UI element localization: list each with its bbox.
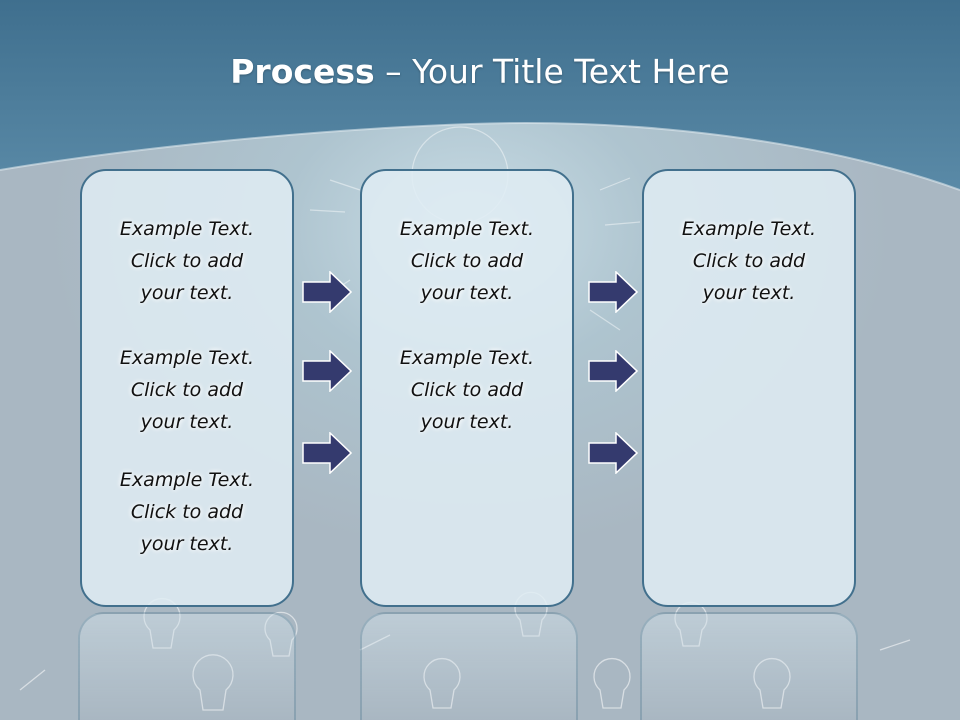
text-line: Example Text. (399, 347, 535, 369)
text-line: Example Text. (119, 218, 255, 240)
text-line: your text. (140, 411, 234, 433)
process-box-3[interactable]: Example Text. Click to add your text. (642, 169, 856, 607)
text-line: Click to add (410, 379, 524, 401)
text-line: your text. (702, 282, 796, 304)
text-block[interactable]: Example Text. Click to add your text. (82, 342, 292, 438)
text-line: Example Text. (399, 218, 535, 240)
text-block[interactable]: Example Text. Click to add your text. (644, 213, 854, 309)
box-reflection (640, 612, 858, 720)
arrow-right-icon (302, 432, 352, 474)
arrow-right-icon (588, 432, 638, 474)
text-line: your text. (420, 282, 514, 304)
text-line: Click to add (692, 250, 806, 272)
text-line: your text. (140, 533, 234, 555)
slide-title[interactable]: Process – Your Title Text Here (0, 52, 960, 91)
text-block[interactable]: Example Text. Click to add your text. (362, 213, 572, 309)
text-line: Click to add (130, 250, 244, 272)
text-line: Example Text. (119, 469, 255, 491)
box-reflection (78, 612, 296, 720)
title-bold-text: Process (230, 52, 375, 91)
text-line: your text. (140, 282, 234, 304)
arrow-right-icon (302, 350, 352, 392)
text-block[interactable]: Example Text. Click to add your text. (362, 342, 572, 438)
text-line: Example Text. (681, 218, 817, 240)
arrow-right-icon (588, 350, 638, 392)
arrow-right-icon (588, 271, 638, 313)
text-line: your text. (420, 411, 514, 433)
text-block[interactable]: Example Text. Click to add your text. (82, 464, 292, 560)
box-reflection (360, 612, 578, 720)
text-line: Click to add (130, 501, 244, 523)
text-line: Click to add (130, 379, 244, 401)
arrow-right-icon (302, 271, 352, 313)
text-line: Click to add (410, 250, 524, 272)
text-line: Example Text. (119, 347, 255, 369)
process-box-2[interactable]: Example Text. Click to add your text. Ex… (360, 169, 574, 607)
title-rest-text: – Your Title Text Here (374, 52, 730, 91)
text-block[interactable]: Example Text. Click to add your text. (82, 213, 292, 309)
process-box-1[interactable]: Example Text. Click to add your text. Ex… (80, 169, 294, 607)
